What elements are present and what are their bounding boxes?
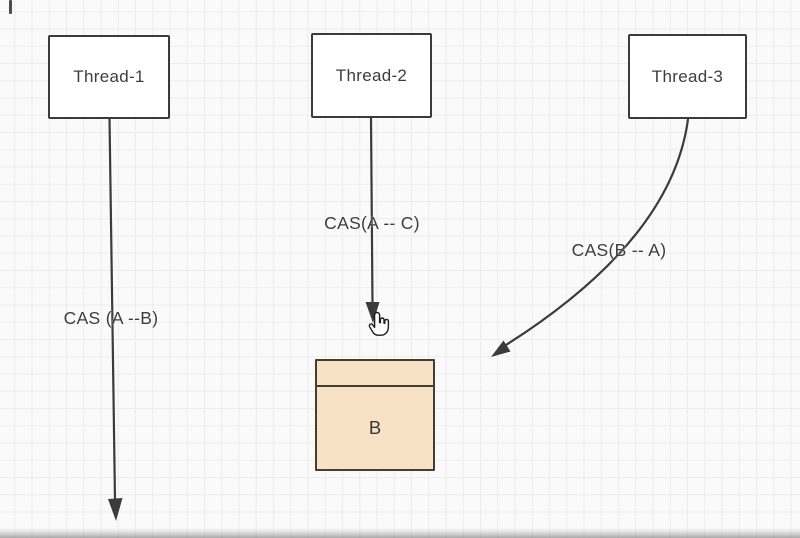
arrowhead-thread1 — [108, 498, 123, 521]
shared-value-label: B — [368, 417, 382, 438]
node-thread-3-label: Thread-3 — [651, 66, 724, 86]
edge-label-cas-thread1[interactable]: CAS (A --B) — [63, 308, 159, 328]
bottom-edge-shadow — [0, 529, 800, 538]
node-thread-1[interactable]: Thread-1 — [48, 35, 170, 119]
node-thread-2[interactable]: Thread-2 — [311, 33, 432, 118]
node-thread-1-label: Thread-1 — [73, 67, 145, 86]
node-thread-2-label: Thread-2 — [335, 65, 408, 85]
edge-thread2[interactable] — [369, 116, 374, 306]
node-thread-3[interactable]: Thread-3 — [628, 34, 747, 119]
hand-pointer-cursor-icon — [368, 311, 390, 336]
edge-label-cas-thread3[interactable]: CAS(B -- A) — [571, 240, 667, 260]
node-shared-value[interactable]: B — [315, 359, 435, 471]
shared-value-header — [317, 361, 433, 387]
edge-thread3[interactable] — [504, 117, 690, 347]
stray-line-mark — [9, 0, 12, 14]
edge-label-cas-thread2[interactable]: CAS(A -- C) — [324, 213, 420, 233]
arrowhead-thread3 — [491, 340, 511, 357]
arrowhead-thread2 — [365, 302, 380, 323]
